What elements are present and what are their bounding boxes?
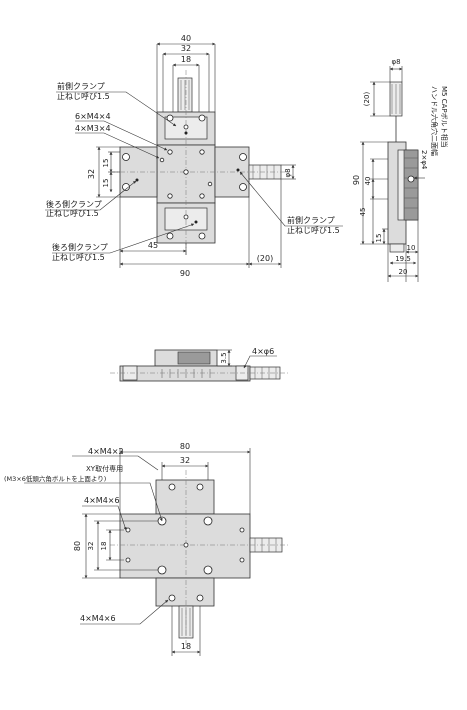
hole-icon — [239, 183, 247, 191]
dim-18-label: 18 — [181, 55, 191, 64]
rear-clamp-1-screw-label: 止ねじ呼び1.5 — [46, 208, 99, 218]
front-clamp-right-label: 前側クランプ — [287, 215, 335, 225]
side-phi8-label: φ8 — [391, 58, 400, 66]
side-20-label: 20 — [399, 268, 408, 276]
side-15-label: 15 — [375, 234, 383, 243]
front-4xphi6-label: 4×φ6 — [252, 347, 274, 356]
top-view: 40 32 18 前側クランプ 止ねじ呼び1.5 6×M4×4 4×M3×4 3… — [45, 34, 343, 278]
bottom-lower-block — [155, 577, 215, 607]
hole-icon — [196, 483, 204, 491]
hole-icon — [157, 565, 167, 575]
front-view: 3.5 4×φ6 — [110, 347, 290, 382]
bottom-4xm4x6-lower-label: 4×M4×6 — [80, 614, 116, 623]
bottom-4xm4x6-label: 4×M4×6 — [84, 496, 120, 505]
hole-icon — [196, 594, 204, 602]
dim-32-label: 32 — [181, 44, 191, 53]
bottom-4xm4x2-label: 4×M4×2 — [88, 447, 124, 456]
hole-icon — [168, 483, 176, 491]
side-19-5-label: 19.5 — [395, 255, 411, 263]
front-clamp-label: 前側クランプ — [57, 81, 105, 91]
rear-clamp-2-screw-label: 止ねじ呼び1.5 — [52, 252, 105, 262]
hole-icon — [166, 114, 174, 122]
bottom-upper-block — [155, 479, 215, 515]
side-view: φ8 (20) ハンドル六角穴二面幅 M5 CAPボルト相当 2×φ4 90 4… — [352, 58, 449, 282]
dim-15a-label: 15 — [102, 159, 110, 168]
side-2xphi4-label: 2×φ4 — [420, 150, 428, 170]
hole-icon — [198, 232, 206, 240]
dim-32-left-label: 32 — [87, 169, 96, 179]
side-10-label: 10 — [407, 244, 416, 252]
hole-icon — [239, 153, 247, 161]
dim-20p-label: (20) — [257, 254, 273, 263]
hole-icon — [168, 594, 176, 602]
bottom-80-label: 80 — [180, 442, 190, 451]
front-clamp-screw-label: 止ねじ呼び1.5 — [57, 91, 110, 101]
dim-90-label: 90 — [180, 269, 190, 278]
side-hole-icon — [407, 175, 415, 183]
four-m3x4-label: 4×M3×4 — [75, 124, 111, 133]
dim-45-label: 45 — [148, 241, 158, 250]
front-scale-ticks — [161, 369, 211, 378]
bottom-view: 4×M4×2 80 32 XY取付専用 (M3×6低頭六角ボルトを上面より) 4… — [4, 442, 290, 656]
dim-phi8-label: φ8 — [284, 168, 292, 177]
bottom-32-left-label: 32 — [87, 542, 95, 551]
side-20p-label: (20) — [363, 92, 371, 107]
bottom-xy-bolt-label: (M3×6低頭六角ボルトを上面より) — [4, 474, 106, 483]
bottom-80-left-label: 80 — [73, 541, 82, 551]
hole-icon — [203, 516, 213, 526]
side-handle-bolt-label: M5 CAPボルト相当 — [440, 86, 449, 148]
side-45-label: 45 — [359, 208, 367, 217]
hole-icon — [198, 114, 206, 122]
bottom-18-label: 18 — [181, 642, 191, 651]
front-3-5-label: 3.5 — [220, 352, 228, 363]
six-m4x4-label: 6×M4×4 — [75, 112, 111, 121]
bottom-18-left-label: 18 — [100, 542, 108, 551]
hole-icon — [166, 232, 174, 240]
side-90-label: 90 — [352, 175, 361, 185]
bottom-32-label: 32 — [180, 456, 190, 465]
side-40-label: 40 — [364, 177, 372, 186]
dim-40-label: 40 — [181, 34, 191, 43]
side-handle-label: ハンドル六角穴二面幅 — [430, 86, 439, 156]
hole-icon — [203, 565, 213, 575]
rear-clamp-2-label: 後ろ側クランプ — [52, 242, 108, 252]
dim-15b-label: 15 — [102, 179, 110, 188]
bottom-xy-mount-label: XY取付専用 — [86, 464, 123, 473]
front-clamp-right-screw-label: 止ねじ呼び1.5 — [287, 225, 340, 235]
hole-icon — [122, 183, 130, 191]
hole-icon — [122, 153, 130, 161]
rear-clamp-1-label: 後ろ側クランプ — [46, 199, 102, 209]
front-base — [119, 365, 251, 382]
